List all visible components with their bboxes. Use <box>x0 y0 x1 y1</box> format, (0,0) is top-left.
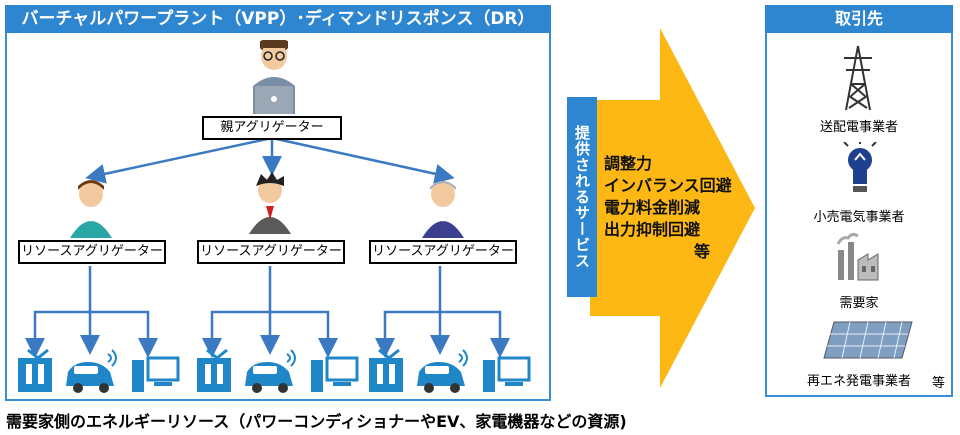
services-arrow <box>590 28 755 388</box>
ev-car-icon <box>417 349 468 393</box>
appliance-icon <box>132 356 180 392</box>
light-bulb-icon <box>843 142 877 192</box>
solar-panel-icon <box>823 321 913 359</box>
power-conditioner-icon <box>369 348 403 392</box>
person-icon <box>422 181 464 238</box>
resource-aggregator-box-3: リソースアグリゲーター <box>369 240 517 264</box>
parent-aggregator-box: 親アグリゲーター <box>202 116 342 140</box>
power-conditioner-icon <box>18 348 52 392</box>
person-icon <box>70 180 112 238</box>
partners-title: 取引先 <box>765 5 953 33</box>
vpp-title: バーチャルパワープラント（VPP）･ディマンドリスポンス（DR） <box>5 5 551 33</box>
partner-label: 需要家 <box>839 296 879 311</box>
service-item: インバランス回避 <box>604 176 732 195</box>
power-conditioner-icon <box>197 348 231 392</box>
transmission-tower-icon <box>844 45 872 111</box>
partner-label: 送配電事業者 <box>819 120 898 135</box>
appliance-icon <box>483 356 531 392</box>
resource-icon-group-2 <box>197 348 359 393</box>
services-etc: 等 <box>694 242 711 261</box>
resource-icon-group-1 <box>18 348 180 393</box>
service-item: 出力抑制回避 <box>604 220 701 239</box>
service-item: 調整力 <box>604 154 653 173</box>
services-band-label: 提供されるサービス <box>567 97 597 297</box>
service-item: 電力料金削減 <box>604 198 701 217</box>
connector-parent-left <box>85 136 273 184</box>
resource-aggregator-box-1: リソースアグリゲーター <box>18 240 166 264</box>
ev-car-icon <box>245 349 296 393</box>
resource-icon-group-3 <box>369 348 531 393</box>
factory-icon <box>836 232 879 281</box>
connector-parent-right <box>271 136 455 184</box>
resource-aggregator-box-2: リソースアグリゲーター <box>197 240 345 264</box>
ev-car-icon <box>66 349 117 393</box>
person-laptop-icon <box>253 40 295 114</box>
appliance-icon <box>311 356 359 392</box>
resources-caption: 需要家側のエネルギーリソース（パワーコンディショナーやEV、家電機器などの資源) <box>6 412 627 431</box>
partner-label: 小売電気事業者 <box>813 210 905 225</box>
partner-label: 再エネ発電事業者 <box>806 374 911 389</box>
person-icon <box>249 172 291 234</box>
partners-etc: 等 <box>932 376 946 391</box>
